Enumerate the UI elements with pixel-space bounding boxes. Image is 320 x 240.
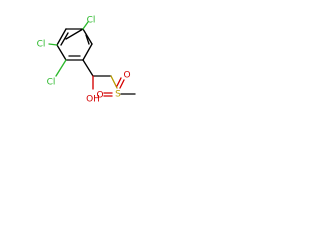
chlorine-left-bottom-label: Cl bbox=[47, 78, 56, 88]
ring-bond-5 bbox=[56, 44, 67, 61]
ring-bond-2 bbox=[82, 28, 93, 45]
ring-bond-3 bbox=[82, 43, 93, 61]
chlorine-left-top-label: Cl bbox=[37, 40, 46, 50]
sulfur-oxygen-bond-top-a bbox=[119, 79, 125, 89]
chemical-structure-diagram: Cl Cl Cl OH S O O bbox=[37, 16, 136, 105]
ring-bond-6 bbox=[56, 28, 67, 46]
structure-canvas: Cl Cl Cl OH S O O bbox=[0, 0, 152, 152]
ring-bond-6-inner bbox=[60, 32, 69, 46]
ring-bond-1 bbox=[65, 28, 84, 40]
sulfur-bond-left bbox=[110, 75, 118, 89]
ring-bond-2-inner bbox=[85, 34, 90, 45]
oxygen-top-label: O bbox=[123, 71, 130, 81]
sulfur-label: S bbox=[115, 90, 121, 100]
chlorine-top-label: Cl bbox=[87, 16, 96, 26]
cl-left-top-bond bbox=[48, 43, 58, 46]
sulfur-oxygen-bond-top-b bbox=[116, 77, 122, 87]
cl-top-bond bbox=[82, 21, 89, 30]
oxygen-bottom-label: O bbox=[96, 91, 103, 101]
hydroxyl-label: OH bbox=[86, 95, 100, 105]
cl-left-bottom-bond bbox=[55, 59, 67, 77]
chain-bond-1 bbox=[82, 59, 94, 77]
